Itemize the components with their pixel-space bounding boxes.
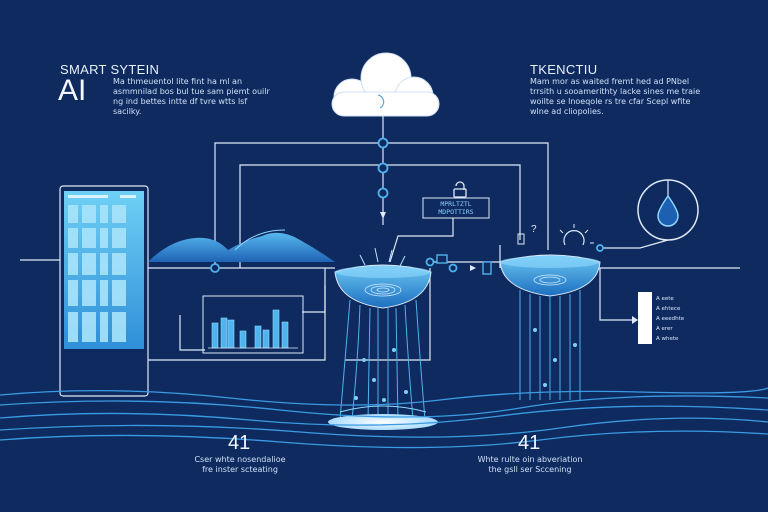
ocean-waves bbox=[0, 387, 768, 449]
left-heading: SMART SYTEIN bbox=[60, 62, 160, 77]
ai-label: AI bbox=[58, 74, 87, 107]
device-panel bbox=[59, 185, 149, 397]
water-drop-gauge bbox=[637, 179, 699, 241]
water-droplets bbox=[354, 328, 577, 402]
legend-item: A eeedhte bbox=[656, 316, 685, 322]
right-stat-caption: Whte rulte oin abveriation the gsll ser … bbox=[455, 455, 605, 475]
svg-text:?: ? bbox=[531, 224, 537, 235]
right-heading: TKENCTIU bbox=[530, 62, 598, 77]
pipe-valve bbox=[436, 254, 492, 275]
left-caption-line1: Cser whte nosendalioe bbox=[194, 455, 286, 464]
legend-item: A eete bbox=[656, 296, 674, 302]
bar-chart-panel bbox=[202, 295, 304, 354]
monitor-box-line2: MDPOTTIRS bbox=[438, 208, 474, 216]
right-stat-number: 41 bbox=[518, 432, 541, 454]
left-stat-number: 41 bbox=[228, 432, 251, 454]
legend-item: A ehtece bbox=[656, 306, 681, 312]
monitor-box-label: MPRLTZTL MDPOTTIRS bbox=[423, 200, 489, 216]
right-caption-line1: Whte rulte oin abveriation bbox=[477, 455, 583, 464]
mountain-graphic bbox=[148, 229, 335, 262]
arrow-icons bbox=[380, 212, 638, 324]
waterfall-streams bbox=[339, 290, 581, 421]
legend-item: A erer bbox=[656, 326, 673, 332]
water-splash bbox=[328, 405, 438, 430]
legend-item: A whete bbox=[656, 336, 679, 342]
right-water-tank: ? bbox=[499, 224, 601, 297]
left-water-tank bbox=[334, 247, 432, 309]
right-paragraph: Mam mor as waited fremt hed ad PNbel trr… bbox=[530, 77, 701, 116]
monitor-box-line1: MPRLTZTL bbox=[440, 200, 472, 208]
right-caption-line2: the gsll ser Sccening bbox=[488, 465, 572, 474]
monitor-box bbox=[422, 181, 490, 219]
left-paragraph: Ma thmeuentol lite fint ha ml an asmmnil… bbox=[113, 77, 270, 116]
left-stat-caption: Cser whte nosendalioe fre inster scteati… bbox=[170, 455, 310, 475]
left-caption-line2: fre inster scteating bbox=[202, 465, 278, 474]
legend-list: A eete A ehtece A eeedhte A erer A whete bbox=[656, 294, 684, 344]
cloud-icon bbox=[331, 52, 440, 117]
legend-panel bbox=[638, 292, 652, 344]
